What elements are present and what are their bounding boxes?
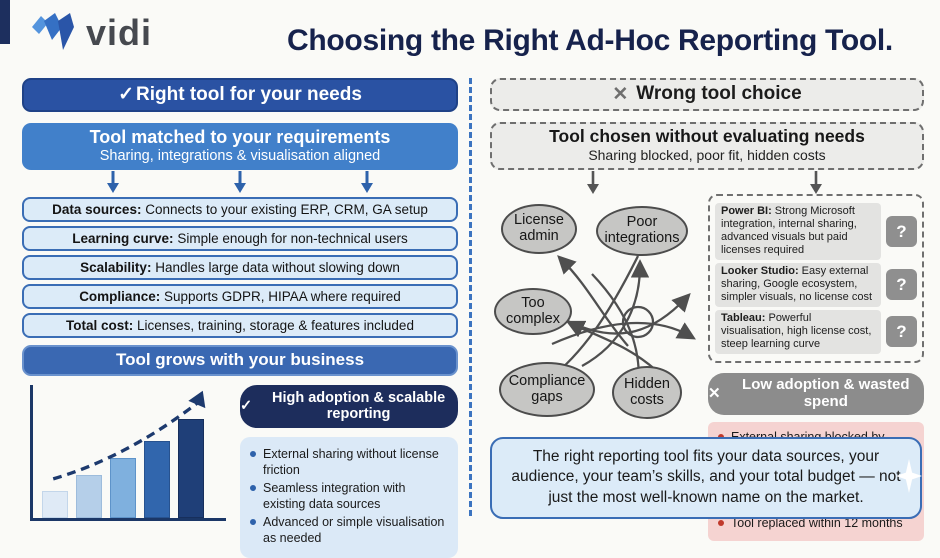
tool-text: Strong Microsoft integration, internal s…	[721, 205, 857, 256]
growth-bar: Tool grows with your business	[22, 345, 458, 377]
chart-bar	[76, 475, 102, 519]
tool-chosen-box: Tool chosen without evaluating needs Sha…	[490, 122, 924, 171]
tool-name: Tableau:	[721, 311, 766, 324]
down-arrow-icon	[107, 171, 119, 194]
criteria-label: Compliance:	[79, 288, 161, 304]
blue-arrows-row	[22, 170, 458, 194]
criteria-label: Scalability:	[80, 259, 152, 275]
criteria-row-scalability: Scalability: Handles large data without …	[22, 255, 458, 281]
list-item: Seamless integration with existing data …	[246, 480, 450, 512]
right-tool-column: ✓ Right tool for your needs Tool matched…	[22, 78, 458, 558]
tool-chosen-subtitle: Sharing blocked, poor fit, hidden costs	[588, 147, 826, 163]
column-divider	[469, 78, 472, 516]
left-column-header: ✓ Right tool for your needs	[22, 78, 458, 112]
tool-description: Power BI: Strong Microsoft integration, …	[715, 203, 881, 260]
vidi-logo-icon	[32, 13, 74, 50]
left-outcome-list: External sharing without license frictio…	[246, 446, 450, 546]
tool-name: Looker Studio:	[721, 264, 799, 277]
tool-chosen-title: Tool chosen without evaluating needs	[549, 126, 865, 146]
tool-description: Looker Studio: Easy external sharing, Go…	[715, 262, 881, 307]
tool-row-power-bi: Power BI: Strong Microsoft integration, …	[715, 203, 917, 260]
trend-arrow	[52, 391, 206, 481]
sparkle-icon	[896, 459, 922, 493]
question-badge: ?	[886, 216, 917, 248]
left-bottom-area: ✓ High adoption & scalable reporting Ext…	[22, 385, 458, 558]
tool-description: Tableau: Powerful visualisation, high li…	[715, 309, 881, 354]
problem-ellipse-poor-integrations: Poor integrations	[596, 206, 688, 257]
tool-row-tableau: Tableau: Powerful visualisation, high li…	[715, 309, 917, 354]
tool-matched-box: Tool matched to your requirements Sharin…	[22, 123, 458, 171]
brand-name: vidi	[86, 12, 153, 53]
cross-icon: ✕	[612, 83, 629, 105]
tangled-arrows	[542, 255, 696, 397]
problem-ellipse-too-complex: Too complex	[494, 288, 572, 336]
left-header-label: Right tool for your needs	[136, 83, 362, 105]
right-header-label: Wrong tool choice	[636, 83, 802, 104]
chart-bar	[42, 491, 68, 519]
page-title: Choosing the Right Ad-Hoc Reporting Tool…	[287, 24, 893, 57]
tool-matched-subtitle: Sharing, integrations & visualisation al…	[99, 147, 381, 164]
list-item: External sharing without license frictio…	[246, 446, 450, 478]
criteria-row-data-sources: Data sources: Connects to your existing …	[22, 197, 458, 223]
problem-ellipse-hidden-costs: Hidden costs	[612, 366, 682, 420]
tool-row-looker-studio: Looker Studio: Easy external sharing, Go…	[715, 262, 917, 307]
left-outcome: ✓ High adoption & scalable reporting Ext…	[240, 385, 458, 558]
problem-cluster: License admin Poor integrations Too comp…	[490, 194, 704, 444]
criteria-text: Connects to your existing ERP, CRM, GA s…	[141, 201, 428, 217]
right-column-header: ✕ Wrong tool choice	[490, 78, 924, 111]
criteria-row-total-cost: Total cost: Licenses, training, storage …	[22, 313, 458, 339]
check-icon: ✓	[240, 398, 253, 415]
criteria-text: Simple enough for non-technical users	[173, 230, 408, 246]
tool-matched-title: Tool matched to your requirements	[89, 127, 391, 147]
footer-quote: The right reporting tool fits your data …	[490, 437, 922, 520]
criteria-label: Data sources:	[52, 201, 142, 217]
chart-bar	[178, 419, 204, 519]
criteria-label: Learning curve:	[72, 230, 174, 246]
down-arrow-icon	[234, 171, 246, 194]
tools-panel: Power BI: Strong Microsoft integration, …	[708, 194, 924, 363]
brand-logo: vidi	[28, 10, 152, 56]
low-adoption-label: Low adoption & wasted spend	[742, 376, 910, 411]
criteria-text: Supports GDPR, HIPAA where required	[160, 288, 401, 304]
criteria-label: Total cost:	[66, 317, 134, 333]
chart-bar	[144, 441, 170, 519]
down-arrow-icon	[587, 171, 599, 195]
check-icon: ✓	[118, 84, 135, 105]
criteria-text: Licenses, training, storage & features i…	[133, 317, 414, 333]
question-badge: ?	[886, 269, 917, 301]
question-badge: ?	[886, 316, 917, 348]
growth-chart	[30, 385, 226, 522]
criteria-row-learning-curve: Learning curve: Simple enough for non-te…	[22, 226, 458, 252]
high-adoption-pill: ✓ High adoption & scalable reporting	[240, 385, 458, 429]
problem-ellipse-license-admin: License admin	[501, 204, 577, 255]
problem-ellipse-compliance-gaps: Compliance gaps	[499, 362, 595, 418]
high-adoption-label: High adoption & scalable reporting	[271, 390, 446, 423]
down-arrow-icon	[810, 171, 822, 195]
corner-strip	[0, 0, 10, 44]
tool-name: Power BI:	[721, 205, 772, 218]
chart-bar	[110, 458, 136, 519]
cross-icon: ✕	[708, 385, 721, 403]
low-adoption-pill: ✕ Low adoption & wasted spend	[708, 372, 924, 415]
tool-text: Powerful visualisation, high license cos…	[721, 311, 872, 350]
tool-text: Easy external sharing, Google ecosystem,…	[721, 264, 873, 303]
quote-text: The right reporting tool fits your data …	[511, 448, 901, 506]
down-arrow-icon	[361, 171, 373, 194]
criteria-row-compliance: Compliance: Supports GDPR, HIPAA where r…	[22, 284, 458, 310]
left-outcome-box: External sharing without license frictio…	[240, 437, 458, 558]
growth-chart-bars	[33, 419, 226, 519]
list-item: Advanced or simple visualisation as need…	[246, 514, 450, 546]
gray-arrows-row	[490, 170, 924, 195]
criteria-text: Handles large data without slowing down	[151, 259, 400, 275]
